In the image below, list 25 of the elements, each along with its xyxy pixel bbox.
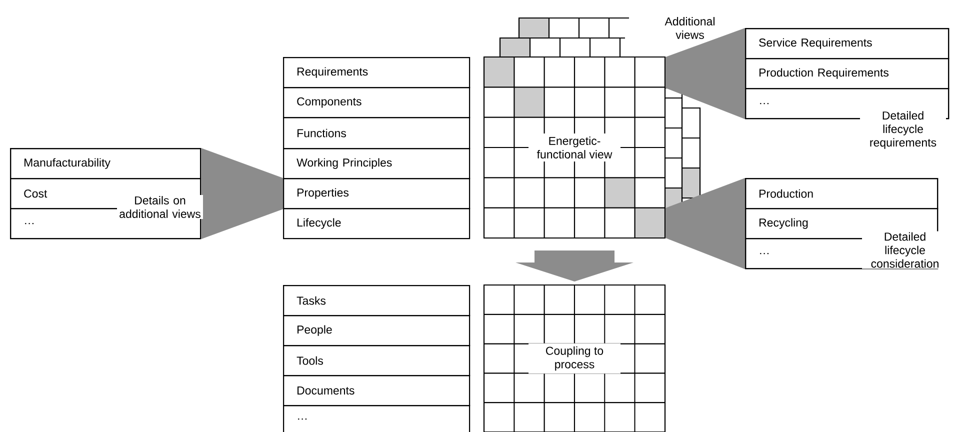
matrix-grid: Energetic-functional view	[483, 56, 666, 239]
magnifying-wedge	[666, 178, 745, 270]
block-arrow	[516, 250, 634, 282]
list-row: Properties	[283, 178, 470, 210]
list-row: …	[283, 405, 470, 432]
list-row: Production Requirements	[745, 58, 950, 90]
note-text: Detailed lifecycle consideration	[862, 231, 948, 269]
note-text: Details on additional views	[117, 195, 203, 219]
list-row: Manufacturability	[10, 148, 202, 180]
matrix-grid: Coupling to process	[483, 284, 666, 432]
list-row: Components	[283, 87, 470, 118]
magnifying-wedge	[666, 28, 745, 120]
list-row: Working Principles	[283, 148, 470, 180]
list-row: Requirements	[283, 57, 470, 88]
list-row: Tasks	[283, 285, 470, 316]
list-row: Production	[745, 178, 938, 210]
list-row: Service Requirements	[745, 28, 950, 60]
list-row: Functions	[283, 117, 470, 150]
note-text: Detailed lifecycle requirements	[860, 110, 946, 150]
list-row: Documents	[283, 375, 470, 406]
list-row: Lifecycle	[283, 208, 470, 240]
magnifying-wedge	[201, 148, 283, 240]
list-row: Tools	[283, 345, 470, 376]
view-label: Additional views	[664, 17, 714, 39]
list-row: People	[283, 315, 470, 346]
